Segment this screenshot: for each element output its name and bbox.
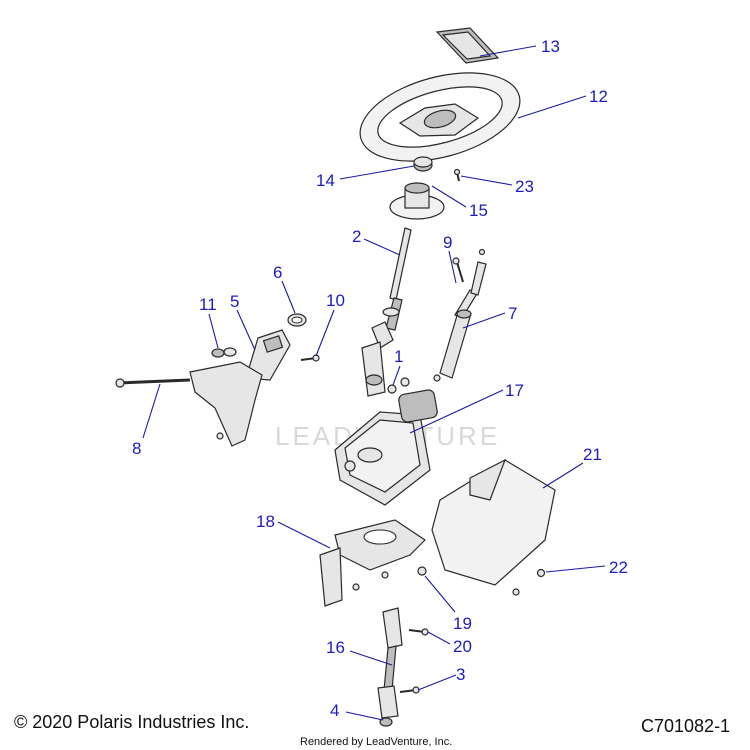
leader-5 [236, 309, 256, 351]
leader-13 [479, 45, 537, 57]
part-3-bolt [399, 686, 420, 694]
part-1-joint [361, 341, 397, 397]
leader-18 [277, 521, 331, 549]
part-13-cover-plate [435, 27, 500, 64]
part-11-nut [211, 347, 237, 358]
part-21-cover [431, 458, 556, 596]
callout-5: 5 [230, 292, 239, 311]
callout-7: 7 [508, 304, 517, 323]
leader-10 [315, 309, 335, 357]
leader-lines [142, 45, 606, 721]
callout-17: 17 [505, 381, 524, 400]
part-8-bracket [115, 361, 263, 447]
leader-12 [517, 95, 587, 119]
callout-22: 22 [609, 558, 628, 577]
callout-19: 19 [453, 614, 472, 633]
part-19-screw [417, 566, 427, 576]
callout-14: 14 [316, 171, 335, 190]
callout-13: 13 [541, 37, 560, 56]
leader-23 [460, 175, 513, 186]
copyright-text: © 2020 Polaris Industries Inc. [14, 712, 249, 732]
part-16-lower-shaft [377, 607, 403, 719]
part-12-steering-wheel [359, 72, 521, 162]
callout-6: 6 [273, 263, 282, 282]
part-9-bolt [452, 248, 486, 283]
callout-10: 10 [326, 291, 345, 310]
part-17-motor-unit [334, 377, 438, 506]
callout-18: 18 [256, 512, 275, 531]
part-18-plate-bracket [319, 519, 426, 607]
callout-23: 23 [515, 177, 534, 196]
callout-11: 11 [199, 295, 217, 314]
leader-9 [448, 250, 457, 284]
part-6-ring [287, 313, 307, 327]
leader-2 [363, 238, 401, 256]
leader-6 [281, 280, 296, 314]
part-2-upper-shaft [371, 227, 412, 349]
callout-4: 4 [330, 701, 339, 720]
callout-20: 20 [453, 637, 472, 656]
callout-21: 21 [583, 445, 602, 464]
leader-11 [208, 313, 219, 349]
callout-8: 8 [132, 439, 141, 458]
part-14-nut [413, 156, 433, 172]
leader-21 [542, 462, 584, 489]
callout-2: 2 [352, 227, 361, 246]
part-23-screw [453, 168, 461, 182]
rendered-by-text: Rendered by LeadVenture, Inc. [300, 736, 452, 748]
leader-20 [427, 631, 451, 645]
leader-14 [339, 165, 415, 180]
part-10-bolt [300, 354, 320, 362]
callout-9: 9 [443, 233, 452, 252]
callout-labels: 13 12 14 23 15 2 9 6 11 5 10 7 1 17 8 21… [132, 37, 628, 720]
leader-19 [424, 575, 456, 613]
leader-4 [345, 711, 384, 721]
leader-22 [545, 565, 606, 573]
leader-7 [462, 312, 506, 329]
part-22-screw [536, 568, 546, 578]
leader-16 [349, 650, 393, 666]
leader-8 [142, 383, 161, 439]
callout-3: 3 [456, 665, 465, 684]
part-20-bolt [408, 628, 429, 636]
leader-1 [392, 365, 401, 386]
diagram-code: C701082-1 [641, 716, 730, 736]
part-7-gas-strut [433, 261, 487, 382]
callout-16: 16 [326, 638, 345, 657]
leader-3 [417, 674, 457, 691]
leader-17 [409, 389, 504, 434]
callout-1: 1 [394, 347, 403, 366]
callout-12: 12 [589, 87, 608, 106]
callout-15: 15 [469, 201, 488, 220]
part-15-hub [389, 182, 445, 220]
leader-15 [431, 185, 467, 208]
